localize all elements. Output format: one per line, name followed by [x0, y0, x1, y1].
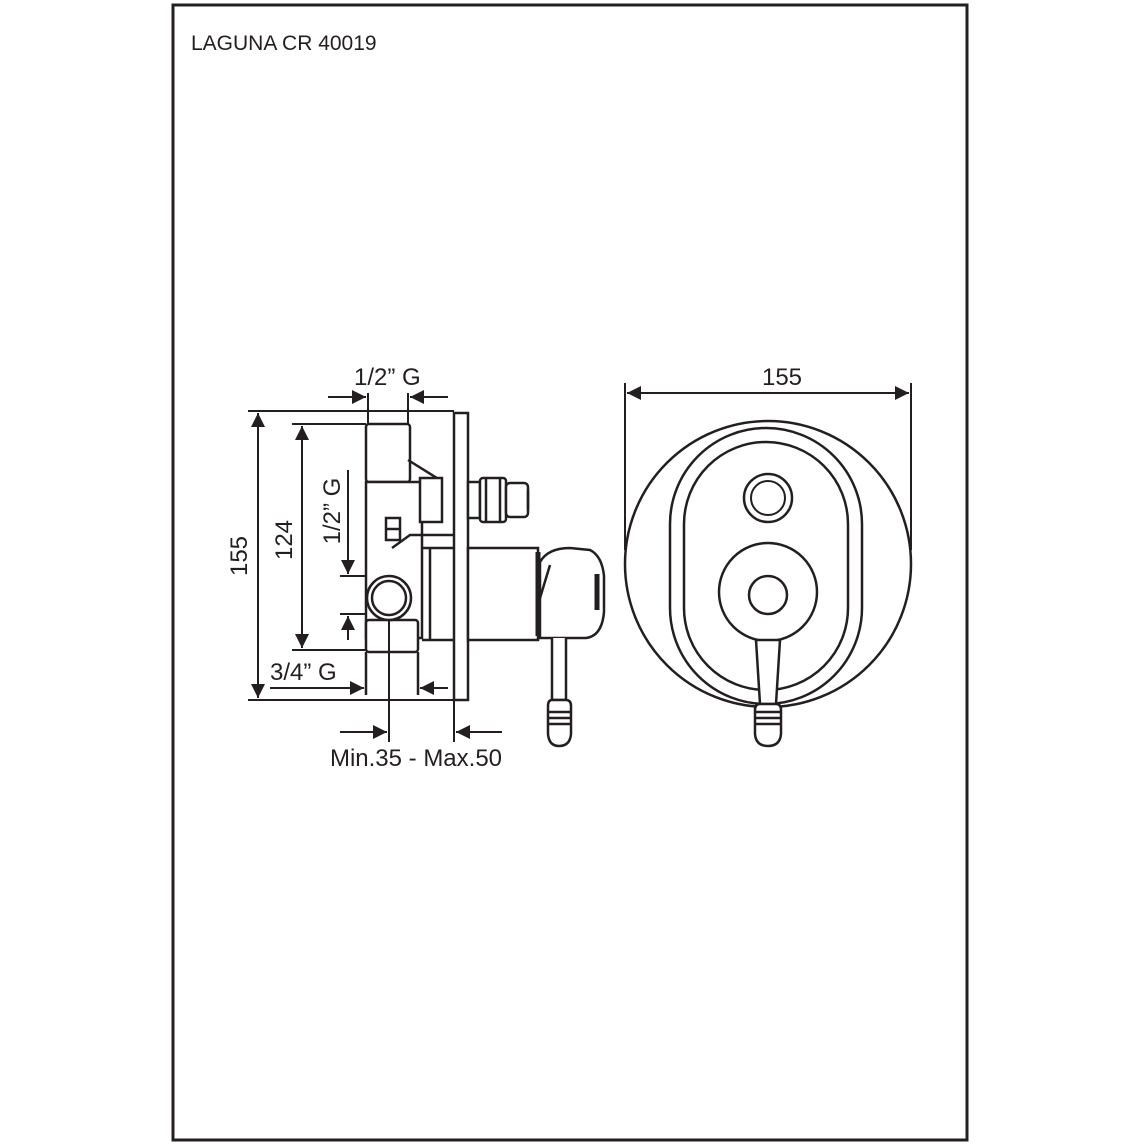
inlet-port-circle: [365, 574, 413, 622]
bottom-inlet-pipe: [364, 618, 420, 654]
mixer-handle-ring: [717, 541, 819, 643]
front-view: [623, 419, 913, 748]
side-view: [364, 411, 606, 748]
top-inlet-pipe: [364, 422, 412, 484]
handle-lever: [550, 638, 568, 702]
diverter-spindle: [466, 480, 482, 520]
front-view-dimensions: [624, 383, 912, 550]
front-lever: [754, 638, 782, 706]
dim-body-height-label: 124: [271, 520, 298, 560]
mixer-handle-center: [747, 574, 789, 616]
handle-sleeve: [466, 546, 540, 642]
handle-knob: [538, 546, 606, 640]
model-title: LAGUNA CR 40019: [191, 32, 377, 55]
dim-diameter-label: 155: [762, 364, 802, 391]
dim-depth-range-label: Min.35 - Max.50: [330, 745, 502, 772]
cover-plate: [452, 411, 470, 702]
side-view-dimensions: [248, 390, 502, 742]
dim-overall-height-label: 155: [226, 536, 253, 576]
dim-top-thread-label: 1/2” G: [354, 364, 421, 391]
dim-side-thread-label: 1/2” G: [319, 478, 346, 545]
dim-bottom-thread-label: 3/4” G: [270, 659, 337, 686]
